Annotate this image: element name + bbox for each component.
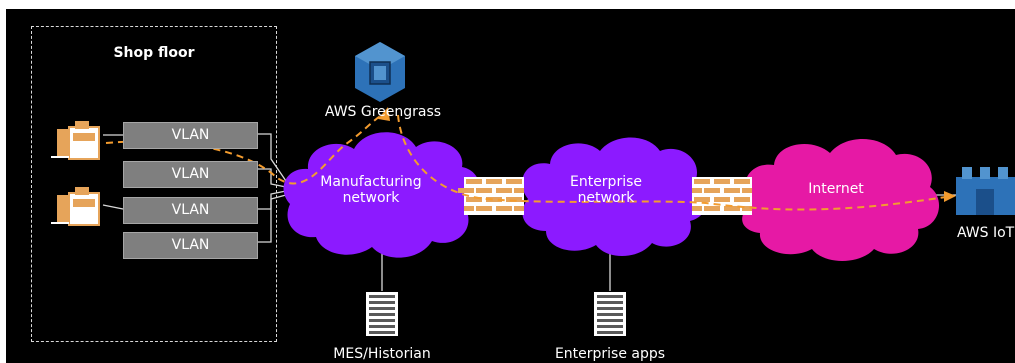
vlan-box: VLAN	[123, 232, 258, 259]
shop-floor-zone: Shop floor	[31, 26, 277, 342]
shop-floor-title: Shop floor	[113, 45, 195, 61]
vlan-box: VLAN	[123, 122, 258, 149]
manufacturing-network-label: Manufacturing network	[320, 174, 422, 206]
vlan-box: VLAN	[123, 161, 258, 188]
aws-iot-label: AWS IoT	[957, 225, 1015, 241]
firewall-icon	[692, 177, 752, 215]
mes-historian-label: MES/Historian	[333, 346, 431, 362]
flow-device-to-greengrass	[105, 114, 383, 185]
greengrass-icon	[355, 42, 405, 102]
flow-arrowhead	[944, 191, 956, 202]
vlan-connectors	[102, 133, 956, 291]
manufacturing-network-cloud	[283, 132, 480, 258]
greengrass-label: AWS Greengrass	[324, 104, 442, 120]
diagram-graphics	[51, 42, 1015, 336]
vlan-box: VLAN	[123, 197, 258, 224]
internet-label: Internet	[808, 181, 864, 197]
data-flow-paths	[105, 114, 947, 211]
plc-device-icon	[51, 121, 100, 160]
server-rack-icon	[366, 292, 398, 336]
enterprise-apps-label: Enterprise apps	[554, 346, 666, 362]
aws-iot-icon	[956, 167, 1015, 215]
diagram-canvas: Shop floor VLAN VLAN VLAN VLAN AWS Green…	[6, 9, 1015, 363]
flow-greengrass-to-aws-iot	[397, 114, 947, 211]
server-rack-icon	[594, 292, 626, 336]
internet-cloud	[742, 138, 940, 261]
enterprise-network-cloud	[522, 137, 708, 257]
plc-device-icon	[51, 187, 100, 226]
enterprise-network-label: Enterprise network	[569, 174, 643, 206]
firewall-icon	[458, 177, 524, 215]
flow-arrowhead	[378, 107, 390, 121]
